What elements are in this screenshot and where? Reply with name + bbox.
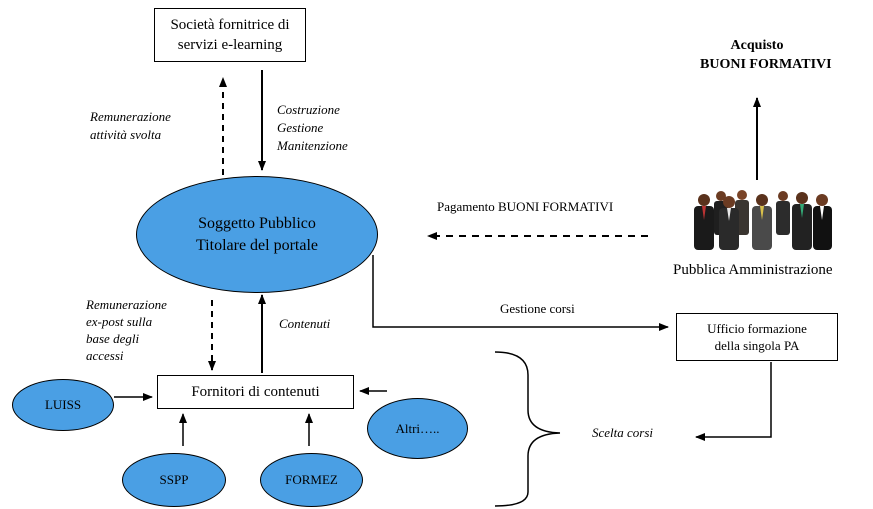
label-remunerazione-attivita-line-1: Remunerazione (90, 109, 171, 124)
node-altri: Altri….. (367, 398, 468, 459)
node-societa-line-2: servizi e-learning (177, 37, 283, 53)
node-formez: FORMEZ (260, 453, 363, 507)
label-costruzione-line-3: Manitenzione (277, 138, 348, 153)
node-luiss: LUISS (12, 379, 114, 431)
business-people-group-icon (694, 190, 832, 250)
arrow-gestione-corsi (372, 255, 669, 331)
node-societa-line-1: Società fornitrice di (170, 17, 290, 33)
label-remunerazione-expost-line-4: accessi (86, 348, 124, 363)
curly-brace (494, 351, 561, 507)
label-remunerazione-attivita: Remunerazione attività svolta (90, 108, 171, 144)
label-remunerazione-expost-line-1: Remunerazione (86, 297, 167, 312)
node-ufficio-line-2: della singola PA (714, 338, 800, 353)
label-costruzione-line-1: Costruzione (277, 102, 340, 117)
label-acquisto-line-1: Acquisto (730, 38, 784, 53)
node-ufficio-formazione: Ufficio formazione della singola PA (676, 313, 838, 361)
node-soggetto-pubblico: Soggetto Pubblico Titolare del portale (136, 176, 378, 293)
node-soggetto-line-2: Titolare del portale (195, 236, 319, 254)
label-acquisto-line-2: BUONI FORMATIVI (700, 57, 832, 72)
label-costruzione-line-2: Gestione (277, 120, 324, 135)
label-scelta-corsi: Scelta corsi (592, 425, 654, 440)
label-remunerazione-expost-line-2: ex-post sulla (86, 314, 153, 329)
node-soggetto-line-1: Soggetto Pubblico (198, 214, 316, 232)
label-remunerazione-expost: Remunerazione ex-post sulla base degli a… (86, 296, 167, 364)
label-acquisto: Acquisto BUONI FORMATIVI (700, 36, 832, 74)
label-costruzione: Costruzione Gestione Manitenzione (277, 101, 348, 155)
label-pagamento: Pagamento BUONI FORMATIVI (437, 199, 614, 214)
label-contenuti: Contenuti (279, 316, 331, 331)
node-sspp: SSPP (122, 453, 226, 507)
node-ufficio-line-1: Ufficio formazione (707, 321, 807, 336)
node-societa-fornitrice: Società fornitrice di servizi e-learning (154, 8, 306, 62)
label-remunerazione-attivita-line-2: attività svolta (90, 127, 162, 142)
node-fornitori-contenuti: Fornitori di contenuti (157, 375, 354, 409)
label-gestione-corsi: Gestione corsi (500, 301, 575, 316)
label-pubblica-amministrazione: Pubblica Amministrazione (673, 262, 833, 278)
arrow-scelta-corsi (695, 362, 772, 441)
label-remunerazione-expost-line-3: base degli (86, 331, 140, 346)
